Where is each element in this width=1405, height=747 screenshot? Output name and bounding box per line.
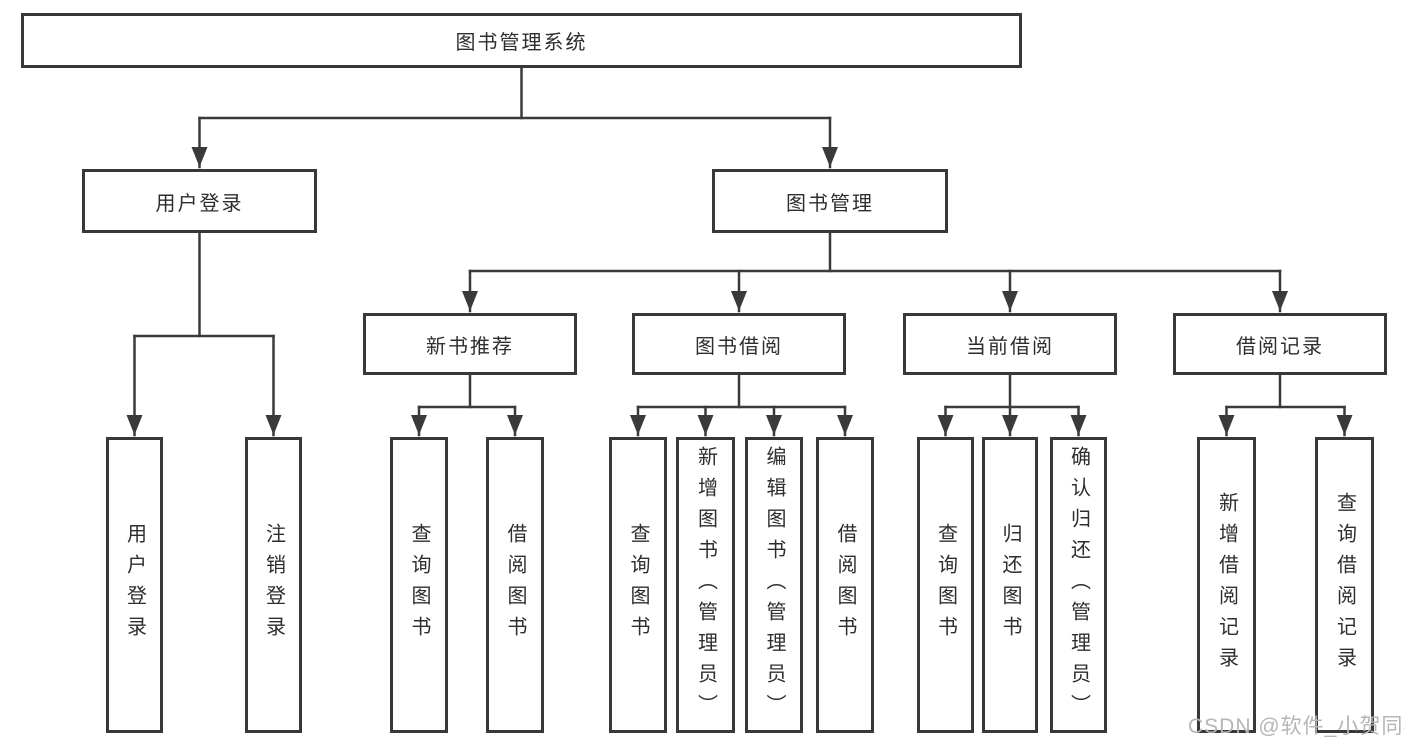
- node-label: 借阅图书: [834, 523, 856, 647]
- node-label: 借阅记录: [1236, 335, 1324, 358]
- node-label: 编辑图书（管理员）: [763, 445, 785, 725]
- node-label: 注销登录: [262, 523, 285, 647]
- node-borrowing-add-books-admin: 新增图书（管理员）: [676, 437, 735, 733]
- node-borrowing-edit-books-admin: 编辑图书（管理员）: [745, 437, 803, 733]
- node-label: 当前借阅: [966, 335, 1054, 358]
- node-label: 归还图书: [999, 523, 1021, 647]
- node-label: 新增借阅记录: [1215, 492, 1238, 678]
- node-new-book-recommend: 新书推荐: [363, 313, 577, 375]
- node-logout-leaf: 注销登录: [245, 437, 302, 733]
- node-records-add-record: 新增借阅记录: [1197, 437, 1256, 733]
- node-label: 新增图书（管理员）: [694, 445, 717, 725]
- tree-arrows: [126, 116, 1353, 437]
- node-records-query-record: 查询借阅记录: [1315, 437, 1374, 733]
- node-label: 查询图书: [934, 523, 957, 647]
- node-recommend-query-books: 查询图书: [390, 437, 448, 733]
- node-book-management: 图书管理: [712, 169, 948, 233]
- node-current-return-books: 归还图书: [982, 437, 1038, 733]
- csdn-watermark: CSDN @软件_小贺同学: [1188, 715, 1405, 738]
- node-borrowing-query-books: 查询图书: [609, 437, 667, 733]
- node-current-query-books: 查询图书: [917, 437, 974, 733]
- node-label: 用户登录: [123, 523, 146, 647]
- node-label: 查询图书: [408, 523, 430, 647]
- node-label: 图书管理: [786, 192, 874, 215]
- node-label: 确认归还（管理员）: [1067, 445, 1090, 725]
- node-borrowing-records: 借阅记录: [1173, 313, 1387, 375]
- node-label: 查询借阅记录: [1333, 492, 1356, 678]
- tree-edges: [133, 66, 1346, 409]
- node-book-borrowing: 图书借阅: [632, 313, 846, 375]
- node-borrowing-borrow-books: 借阅图书: [816, 437, 874, 733]
- node-user-login: 用户登录: [82, 169, 317, 233]
- node-current-borrowing: 当前借阅: [903, 313, 1117, 375]
- node-label: 图书管理系统: [455, 32, 588, 54]
- node-user-login-leaf: 用户登录: [106, 437, 163, 733]
- node-current-confirm-return-admin: 确认归还（管理员）: [1050, 437, 1107, 733]
- node-label: 图书借阅: [695, 335, 783, 358]
- node-library-system: 图书管理系统: [21, 13, 1022, 68]
- node-label: 借阅图书: [504, 523, 526, 647]
- node-label: 查询图书: [627, 523, 649, 647]
- node-label: 用户登录: [155, 192, 244, 215]
- node-recommend-borrow-books: 借阅图书: [486, 437, 544, 733]
- node-label: 新书推荐: [426, 335, 514, 358]
